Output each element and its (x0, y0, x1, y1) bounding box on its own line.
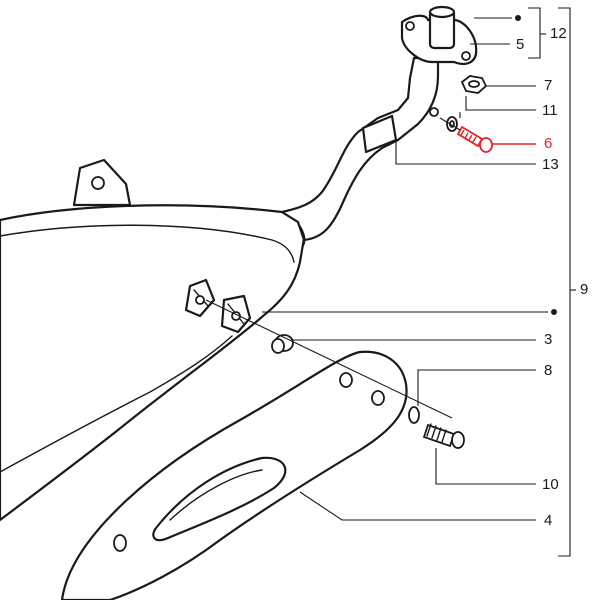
callout-7: 7 (544, 77, 553, 94)
muffler-body (0, 204, 306, 522)
rubber-mount-left (184, 278, 216, 318)
callout-12: 12 (550, 25, 567, 42)
callout-9: 9 (580, 281, 589, 298)
head-flange (400, 5, 478, 65)
washer-8 (408, 406, 420, 424)
callout-6: 6 (544, 135, 553, 152)
callout-13: 13 (542, 156, 559, 173)
leader-lines (262, 7, 576, 557)
heat-shield (60, 350, 408, 602)
callout-11: 11 (542, 102, 558, 119)
exhaust-pipe (280, 56, 440, 249)
callout-4: 4 (544, 512, 553, 529)
bolt-6 (456, 125, 493, 153)
nut-7 (460, 75, 488, 94)
spacer-3 (271, 334, 294, 354)
assembly-lines (205, 117, 461, 419)
callout-8: 8 (544, 362, 553, 379)
callout-10: 10 (542, 476, 559, 493)
frame-bracket (72, 158, 132, 207)
callout-5: 5 (516, 36, 525, 53)
callout-3: 3 (544, 331, 553, 348)
washer-11 (446, 116, 458, 132)
screw-10 (422, 423, 465, 449)
